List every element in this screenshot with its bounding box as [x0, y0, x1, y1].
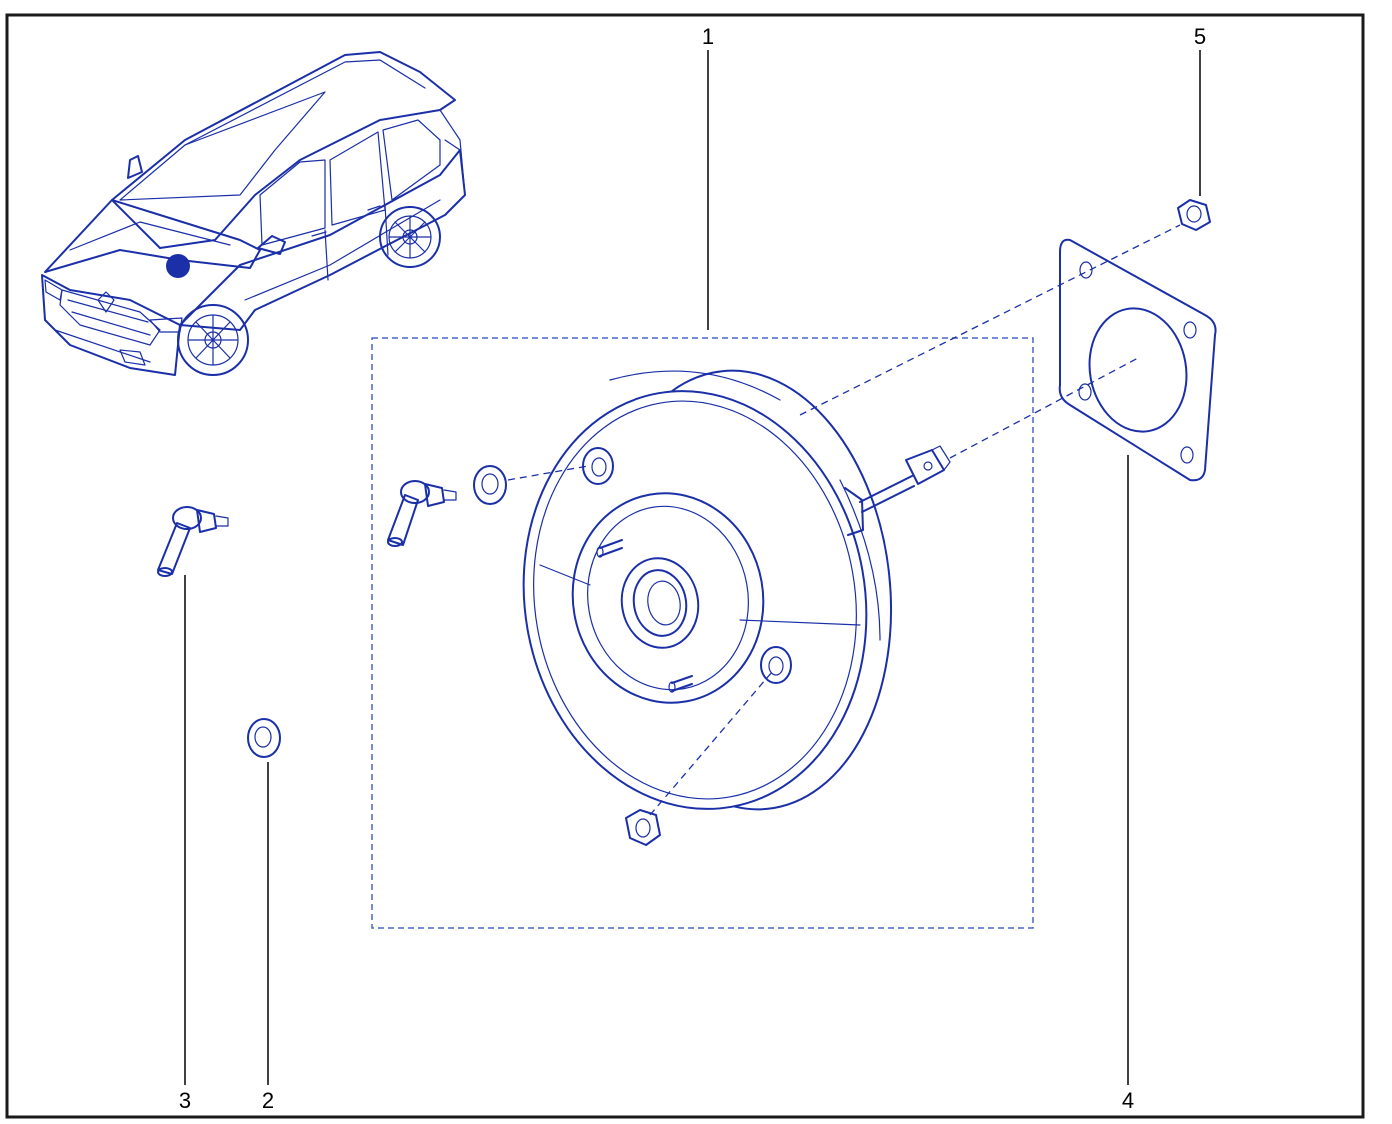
brake-booster	[522, 369, 951, 811]
alignment-line-grommet	[507, 465, 589, 481]
alignment-line-upper	[799, 224, 1181, 416]
nut	[1177, 199, 1211, 231]
callout-1: 1	[702, 24, 714, 49]
grommet	[247, 718, 281, 758]
callout-5: 5	[1194, 24, 1206, 49]
vacuum-check-valve-assembled	[387, 480, 457, 547]
nut-assembled	[625, 809, 661, 846]
alignment-line-center	[949, 357, 1139, 459]
location-marker	[166, 254, 190, 278]
callout-4: 4	[1122, 1088, 1134, 1113]
callout-2: 2	[262, 1088, 274, 1113]
vacuum-check-valve	[157, 506, 229, 577]
callout-3: 3	[179, 1088, 191, 1113]
alignment-line-nut	[649, 671, 773, 816]
gasket	[1058, 238, 1217, 482]
grommet-assembled	[473, 465, 507, 505]
assembly-group-box	[371, 337, 1034, 929]
vehicle-locator-illustration	[41, 51, 466, 376]
diagram-frame	[5, 13, 1365, 1119]
